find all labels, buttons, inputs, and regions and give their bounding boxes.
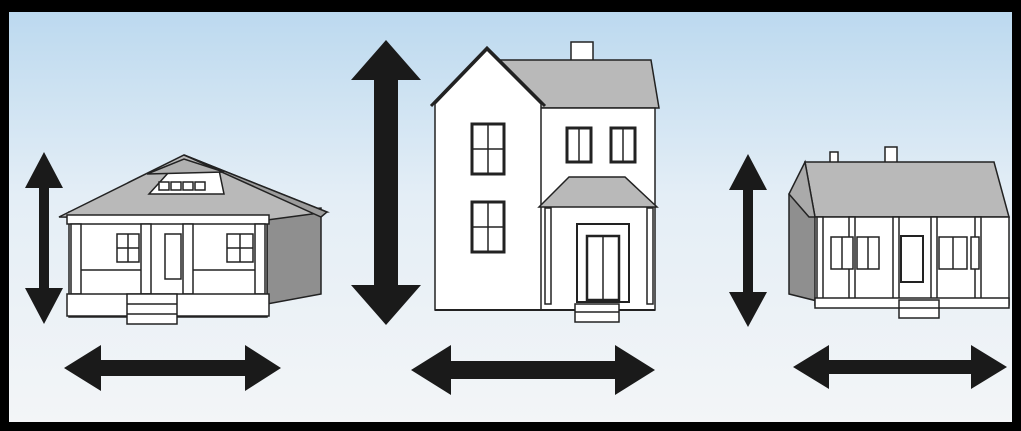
cottage-width-arrow bbox=[793, 345, 1007, 389]
cottage-house bbox=[788, 146, 1010, 319]
bungalow-house bbox=[58, 154, 330, 325]
two-story-height-arrow bbox=[351, 40, 421, 325]
bungalow-height-arrow bbox=[25, 152, 63, 324]
house-size-diagram bbox=[9, 12, 1012, 422]
bungalow-width-arrow bbox=[64, 345, 281, 391]
cottage-height-arrow bbox=[729, 154, 767, 327]
illustration-scene bbox=[9, 12, 1012, 422]
two-story-house bbox=[429, 41, 660, 323]
two-story-width-arrow bbox=[411, 345, 655, 395]
